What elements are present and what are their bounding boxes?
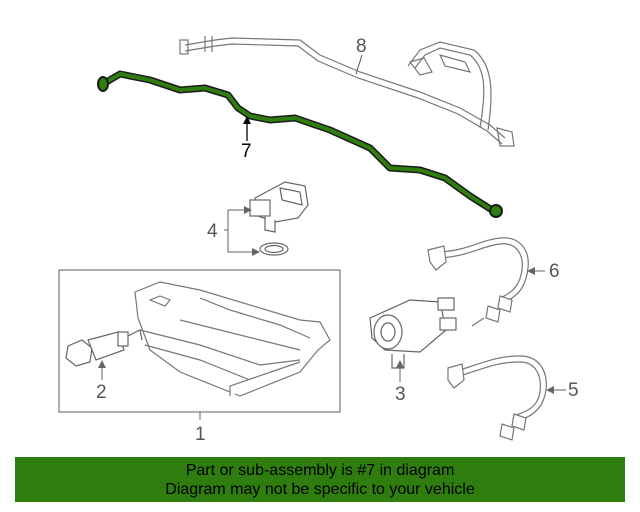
part-5-oxygen-sensor[interactable] <box>447 355 547 441</box>
callout-5[interactable]: 5 <box>568 380 579 401</box>
part-3-vent-solenoid[interactable] <box>369 297 457 369</box>
part-notice-banner: Part or sub-assembly is #7 in diagram Di… <box>15 457 625 502</box>
callout-2[interactable]: 2 <box>96 382 107 403</box>
bracket-4-arrow-bottom <box>252 248 260 256</box>
leader-7-arrow <box>243 116 251 124</box>
banner-line-2: Diagram may not be specific to your vehi… <box>165 481 475 498</box>
leader-8 <box>355 54 363 75</box>
leader-6-arrow <box>527 267 535 275</box>
callout-8[interactable]: 8 <box>356 36 367 57</box>
callout-1[interactable]: 1 <box>195 424 206 445</box>
callout-4[interactable]: 4 <box>207 221 218 242</box>
part-4-purge-valve[interactable] <box>249 181 309 256</box>
leader-5-arrow <box>546 386 554 394</box>
part-7-purge-tube[interactable] <box>97 70 503 218</box>
leader-2-arrow <box>98 360 106 368</box>
part-8-vapor-tube[interactable] <box>179 36 515 147</box>
exploded-parts-diagram <box>58 36 566 441</box>
callout-6[interactable]: 6 <box>549 261 560 282</box>
callout-7[interactable]: 7 <box>241 141 252 162</box>
part-1-evap-canister[interactable] <box>134 281 331 397</box>
leader-3-arrow <box>396 360 404 368</box>
part-2-canister-sensor[interactable] <box>65 329 143 367</box>
bracket-4-arrow-top <box>244 206 252 214</box>
banner-line-1: Part or sub-assembly is #7 in diagram <box>185 462 455 479</box>
part-6-oxygen-sensor[interactable] <box>427 237 529 327</box>
bracket-4 <box>224 209 258 253</box>
callout-3[interactable]: 3 <box>395 384 406 405</box>
